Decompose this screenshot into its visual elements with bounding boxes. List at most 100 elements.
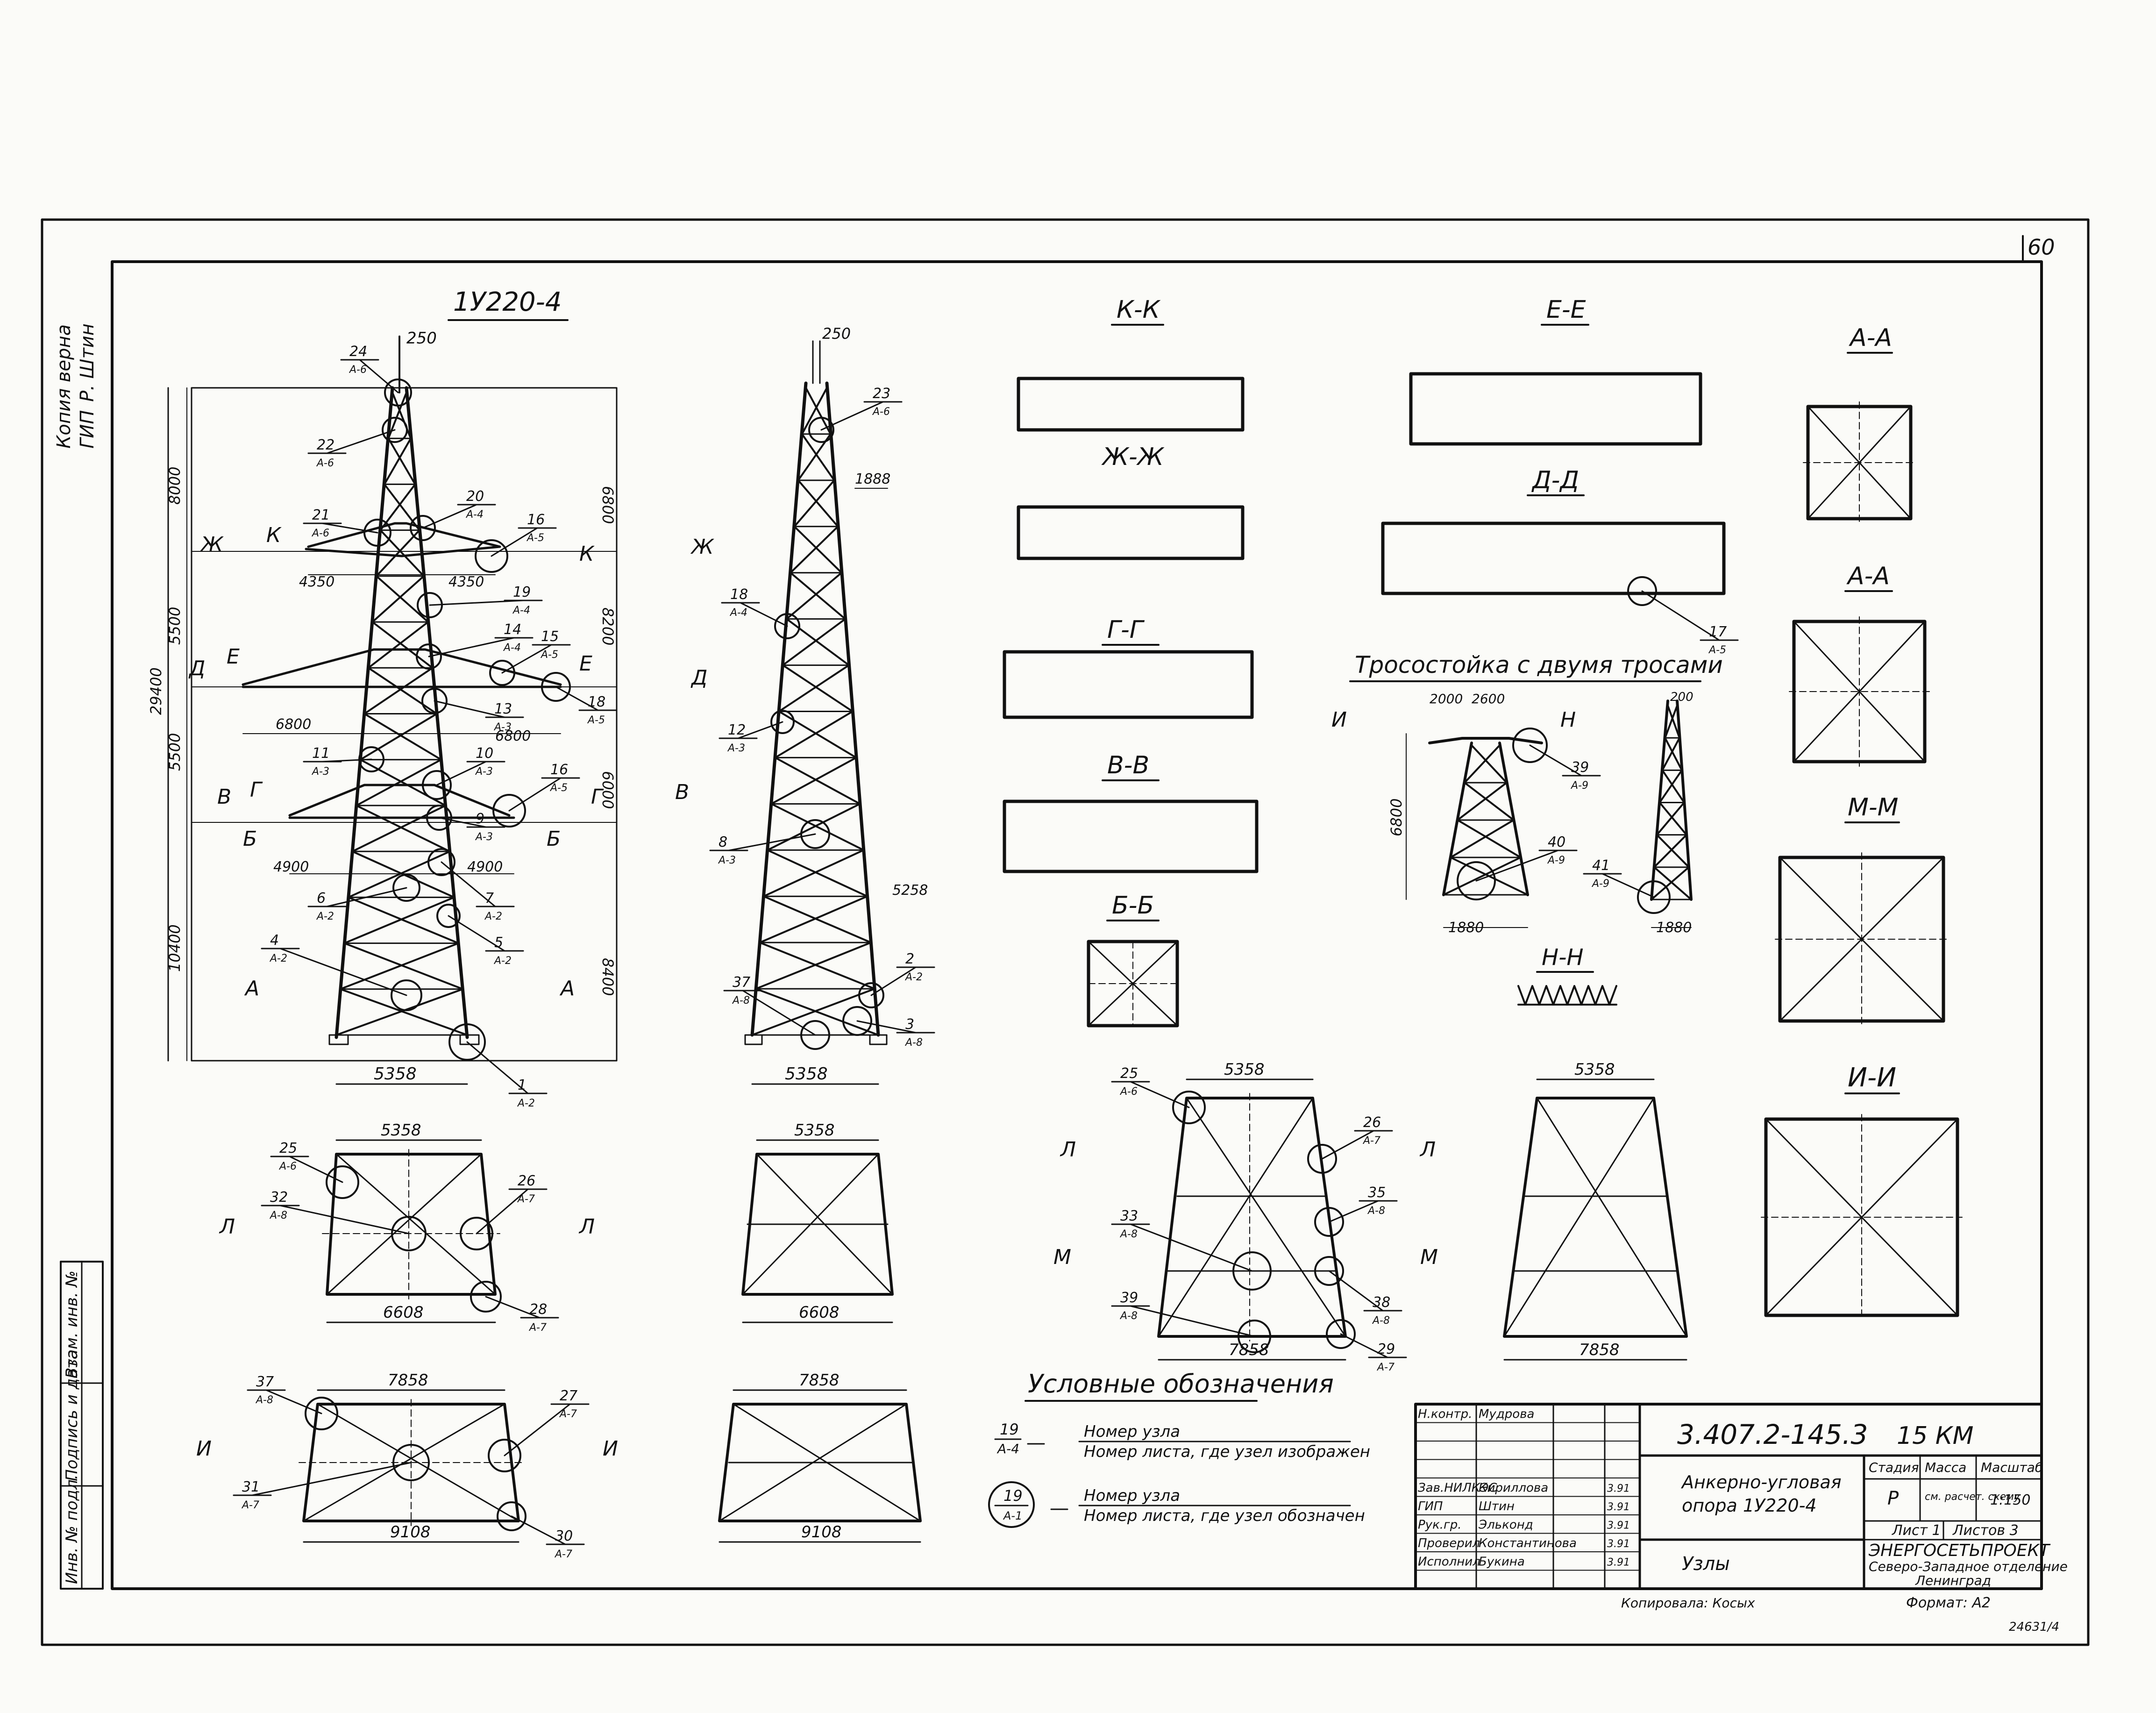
troso2-brace: [1651, 866, 1690, 900]
node-number: 4: [270, 932, 279, 949]
node-number: 23: [873, 385, 890, 402]
svg-text:2600: 2600: [1472, 691, 1505, 707]
svg-text:Листов 3: Листов 3: [1952, 1522, 2019, 1539]
side-brace: [793, 479, 835, 528]
svg-text:Номер листа, где узел обозначе: Номер листа, где узел обозначен: [1084, 1506, 1365, 1525]
main-brace: [355, 758, 442, 807]
node-sheet: A-6: [349, 364, 367, 376]
node-sheet: A-5: [549, 782, 568, 794]
svg-text:7858: 7858: [1579, 1341, 1620, 1359]
inner-frame: [111, 260, 2043, 1590]
node-number: 33: [1120, 1208, 1138, 1224]
svg-text:Номер узла: Номер узла: [1084, 1422, 1180, 1441]
node-number: 1: [518, 1077, 527, 1093]
node-circle: [1314, 1207, 1344, 1237]
node-number: 16: [550, 762, 568, 778]
node-leader: [485, 1296, 541, 1319]
node-leader: [1321, 1130, 1374, 1160]
side-tower-view: 250 1888 5258 5358: [744, 325, 928, 1085]
node-number: 11: [312, 745, 330, 762]
node-sheet: A-5: [526, 532, 544, 544]
tb-date: 3.91: [1607, 1483, 1630, 1495]
node-number: 32: [270, 1189, 288, 1206]
node-circle: [1172, 1091, 1206, 1124]
node-number: 31: [242, 1479, 260, 1495]
main-brace: [351, 804, 447, 853]
svg-text:5258: 5258: [892, 882, 928, 899]
svg-text:8000: 8000: [166, 467, 184, 505]
svg-text:Инв. № подл.: Инв. № подл.: [63, 1474, 81, 1584]
node-leader: [508, 777, 562, 812]
node-number: 2: [905, 951, 914, 967]
main-brace: [347, 850, 451, 899]
svg-text:Масштаб: Масштаб: [1981, 1460, 2043, 1475]
troso2-brace: [1653, 866, 1692, 900]
node-circle: [1457, 861, 1496, 900]
node-circle: [460, 1217, 493, 1250]
node-sheet: A-9: [1570, 780, 1588, 792]
side-brace: [762, 895, 872, 944]
node-leader: [279, 1205, 410, 1235]
svg-text:19: 19: [1000, 1420, 1019, 1438]
svg-text:Анкерно-угловая: Анкерно-угловая: [1680, 1472, 1842, 1492]
node-circle: [1238, 1320, 1271, 1353]
svg-text:2000: 2000: [1430, 691, 1463, 707]
node-circle: [422, 770, 452, 800]
node-leader: [422, 504, 477, 529]
node-sheet: A-2: [517, 1098, 535, 1109]
node-sheet: A-8: [269, 1210, 287, 1221]
svg-text:6800: 6800: [495, 728, 531, 744]
troso2-brace: [1653, 834, 1687, 868]
side-fields: Инв. № подл. Подпись и дата Взам. инв. №: [60, 1261, 104, 1590]
main-brace: [375, 575, 429, 623]
node-number: 24: [349, 343, 367, 360]
node-leader: [1475, 849, 1559, 882]
node-leader: [737, 721, 783, 739]
svg-text:Б: Б: [243, 827, 257, 851]
node-sheet: A-8: [1119, 1228, 1138, 1240]
svg-text:опора 1У220-4: опора 1У220-4: [1682, 1495, 1817, 1516]
svg-text:10400: 10400: [166, 924, 184, 972]
svg-text:М: М: [1053, 1245, 1071, 1269]
node-leader: [728, 833, 816, 851]
node-circle: [1637, 880, 1671, 914]
side-brace: [778, 710, 857, 759]
svg-text:Г-Г: Г-Г: [1107, 616, 1145, 644]
troso-brace: [1457, 782, 1508, 821]
tb-role: ГИП: [1418, 1499, 1443, 1513]
side-brace: [759, 895, 868, 944]
node-sheet: A-8: [732, 995, 750, 1006]
trosostoika-view: Тросостойка с двумя тросами 6800 2000 26…: [1331, 651, 1723, 1006]
svg-text:Копия верна: Копия верна: [53, 324, 75, 449]
troso2-brace: [1656, 834, 1690, 868]
node-leader: [1328, 1200, 1379, 1223]
node-leader: [820, 401, 884, 431]
svg-text:6800: 6800: [1388, 799, 1405, 836]
svg-text:6800: 6800: [599, 486, 617, 524]
svg-text:5500: 5500: [166, 607, 184, 645]
node-circle: [410, 515, 436, 541]
plan-view-4: 7858 9108: [718, 1371, 922, 1543]
node-leader: [326, 429, 396, 454]
svg-text:5358: 5358: [374, 1064, 417, 1084]
tb-name: Эльконд: [1478, 1518, 1533, 1532]
node-sheet: A-7: [1376, 1362, 1395, 1373]
node-sheet: A-8: [1372, 1315, 1390, 1327]
main-brace: [367, 667, 438, 715]
svg-text:Условные обозначения: Условные обозначения: [1028, 1369, 1334, 1399]
node-leader: [428, 637, 515, 657]
node-number: 3: [905, 1016, 914, 1033]
side-brace: [770, 803, 865, 851]
svg-text:Г: Г: [250, 778, 263, 802]
section-aa-1: А-А: [1803, 324, 1916, 524]
svg-text:А-А: А-А: [1849, 324, 1892, 352]
svg-text:А: А: [244, 977, 259, 1000]
tb-name: Мудрова: [1479, 1407, 1534, 1421]
node-number: 13: [494, 701, 512, 717]
main-brace: [371, 575, 425, 623]
node-leader: [279, 948, 407, 996]
tb-date: 3.91: [1607, 1538, 1630, 1550]
svg-text:4350: 4350: [299, 574, 334, 590]
